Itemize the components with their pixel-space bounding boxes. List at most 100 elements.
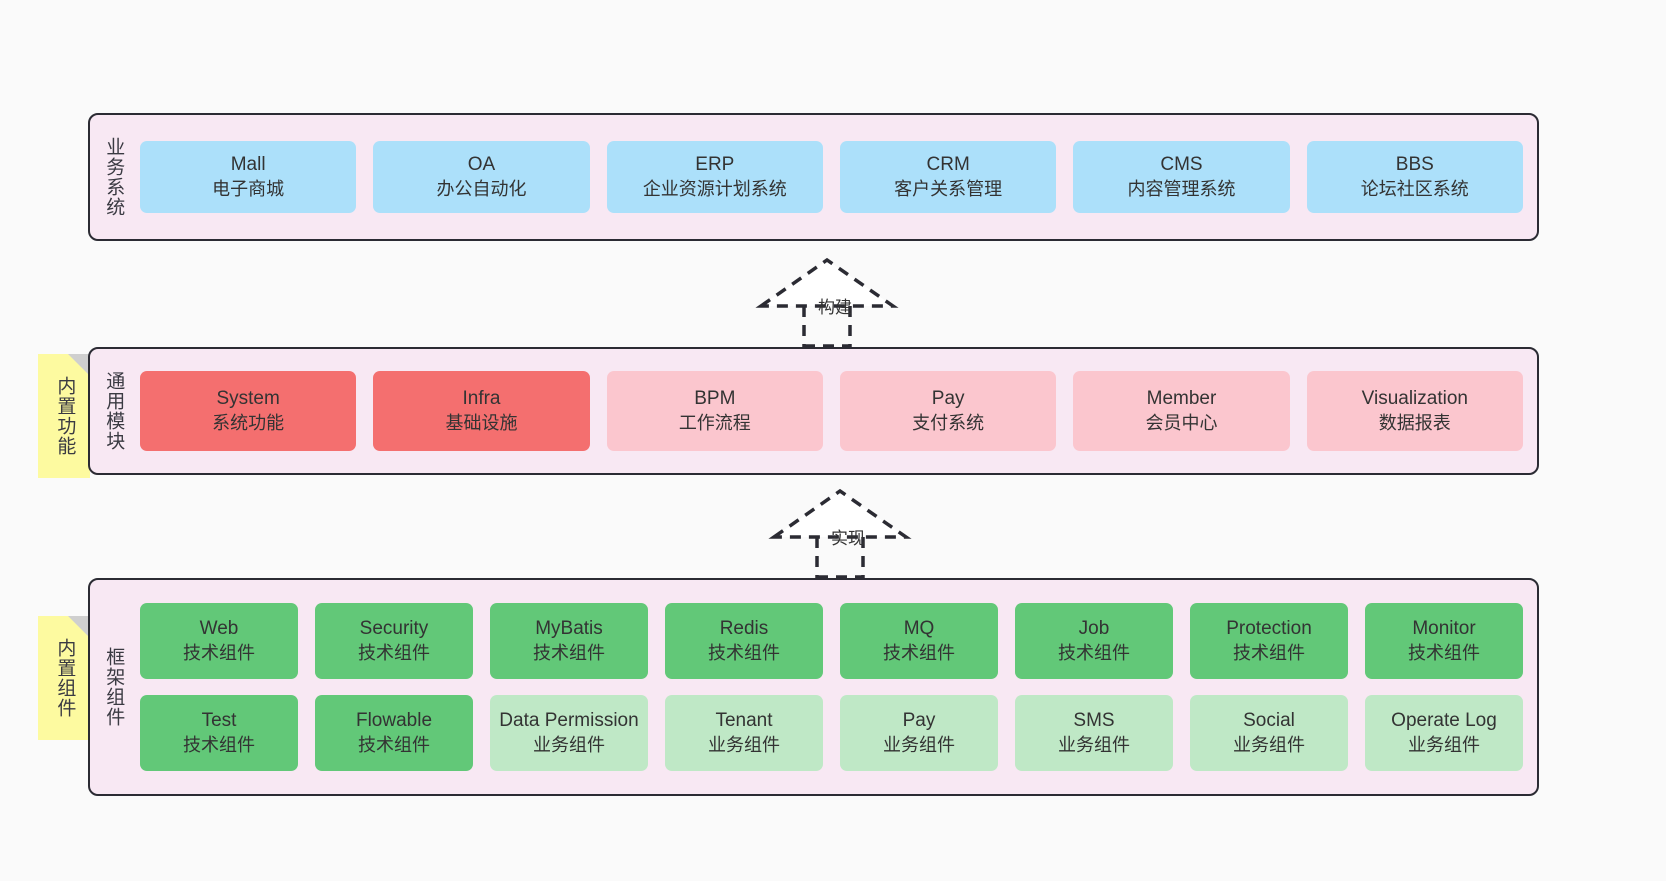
card-flowable[interactable]: Flowable 技术组件 <box>315 695 473 771</box>
card-infra[interactable]: Infra 基础设施 <box>373 371 590 451</box>
card-protection[interactable]: Protection 技术组件 <box>1190 603 1348 679</box>
card-pay[interactable]: Pay 支付系统 <box>839 371 1057 451</box>
card-title-cn: 论坛社区系统 <box>1360 178 1469 199</box>
card-title-en: CMS <box>1160 154 1203 176</box>
card-title-en: CRM <box>926 154 970 176</box>
card-title-en: Flowable <box>355 710 433 732</box>
card-title-cn: 业务组件 <box>533 734 605 755</box>
card-title-cn: 技术组件 <box>1233 642 1305 663</box>
card-title-cn: 数据报表 <box>1378 412 1451 433</box>
arrow-shape-implement <box>768 488 912 579</box>
card-monitor[interactable]: Monitor 技术组件 <box>1365 603 1523 679</box>
layer-title-common-module: 通用模块 <box>103 371 125 451</box>
card-title-cn: 业务组件 <box>1233 734 1305 755</box>
card-test[interactable]: Test 技术组件 <box>140 695 298 771</box>
card-data-permission[interactable]: Data Permission 业务组件 <box>490 695 648 771</box>
card-title-en: Social <box>1243 710 1295 732</box>
card-web[interactable]: Web 技术组件 <box>140 603 298 679</box>
card-title-en: SMS <box>1073 710 1115 732</box>
card-mq[interactable]: MQ 技术组件 <box>840 603 998 679</box>
card-title-cn: 工作流程 <box>678 412 751 433</box>
card-title-cn: 技术组件 <box>183 642 255 663</box>
card-title-cn: 技术组件 <box>183 734 255 755</box>
layer-business-system: 业务系统 Mall 电子商城 OA 办公自动化 ERP 企业资源计划系统 CRM… <box>88 113 1539 241</box>
card-title-cn: 会员中心 <box>1145 412 1218 433</box>
card-title-cn: 业务组件 <box>708 734 780 755</box>
card-sms[interactable]: SMS 业务组件 <box>1015 695 1173 771</box>
card-security[interactable]: Security 技术组件 <box>315 603 473 679</box>
card-title-cn: 业务组件 <box>1058 734 1130 755</box>
card-title-cn: 内容管理系统 <box>1127 178 1236 199</box>
layer-framework-component: 框架组件 Web 技术组件 Security 技术组件 MyBatis 技术组件… <box>88 578 1539 796</box>
card-erp[interactable]: ERP 企业资源计划系统 <box>606 141 823 213</box>
card-title-en: OA <box>467 154 496 176</box>
card-title-cn: 技术组件 <box>1408 642 1480 663</box>
card-title-en: System <box>216 388 280 410</box>
card-operate-log[interactable]: Operate Log 业务组件 <box>1365 695 1523 771</box>
card-bbs[interactable]: BBS 论坛社区系统 <box>1306 141 1523 213</box>
card-title-cn: 客户关系管理 <box>894 178 1003 199</box>
card-title-en: Tenant <box>715 710 773 732</box>
card-member[interactable]: Member 会员中心 <box>1073 371 1290 451</box>
layer-body-framework-component: Web 技术组件 Security 技术组件 MyBatis 技术组件 Redi… <box>136 580 1537 794</box>
card-title-en: Pay <box>931 388 965 410</box>
card-title-cn: 业务组件 <box>1408 734 1480 755</box>
card-mall[interactable]: Mall 电子商城 <box>140 141 357 213</box>
card-title-cn: 技术组件 <box>708 642 780 663</box>
layer-title-business-system: 业务系统 <box>103 137 125 217</box>
layer-body-common-module: System 系统功能 Infra 基础设施 BPM 工作流程 Pay 支付系统… <box>136 349 1537 473</box>
card-title-cn: 基础设施 <box>445 412 518 433</box>
layer-common-module: 通用模块 System 系统功能 Infra 基础设施 BPM 工作流程 Pay… <box>88 347 1539 475</box>
card-visualization[interactable]: Visualization 数据报表 <box>1306 371 1523 451</box>
card-title-en: Pay <box>902 710 936 732</box>
card-title-cn: 支付系统 <box>912 412 985 433</box>
card-title-cn: 电子商城 <box>212 178 285 199</box>
card-title-en: Mall <box>230 154 266 176</box>
note-label: 内置功能 <box>54 376 76 456</box>
card-redis[interactable]: Redis 技术组件 <box>665 603 823 679</box>
card-title-cn: 技术组件 <box>358 734 430 755</box>
card-social[interactable]: Social 业务组件 <box>1190 695 1348 771</box>
card-title-cn: 企业资源计划系统 <box>642 178 787 199</box>
card-title-en: BPM <box>694 388 736 410</box>
card-job[interactable]: Job 技术组件 <box>1015 603 1173 679</box>
card-oa[interactable]: OA 办公自动化 <box>373 141 590 213</box>
generalization-arrow-implement: 实现 <box>768 488 948 579</box>
card-title-en: Member <box>1146 388 1217 410</box>
card-title-en: Monitor <box>1412 618 1476 640</box>
arrow-label-implement: 实现 <box>831 529 865 548</box>
note-builtin-component: 内置组件 <box>38 616 90 740</box>
card-cms[interactable]: CMS 内容管理系统 <box>1073 141 1290 213</box>
card-title-cn: 业务组件 <box>883 734 955 755</box>
card-title-cn: 技术组件 <box>1058 642 1130 663</box>
generalization-arrow-build: 构建 <box>755 257 935 348</box>
card-mybatis[interactable]: MyBatis 技术组件 <box>490 603 648 679</box>
card-title-cn: 办公自动化 <box>436 178 527 199</box>
card-title-en: Infra <box>462 388 501 410</box>
card-title-en: MQ <box>903 618 935 640</box>
card-pay-business[interactable]: Pay 业务组件 <box>840 695 998 771</box>
card-bpm[interactable]: BPM 工作流程 <box>606 371 823 451</box>
card-title-en: Security <box>359 618 429 640</box>
card-title-en: Protection <box>1226 618 1312 640</box>
card-title-en: Test <box>201 710 237 732</box>
card-title-en: BBS <box>1395 154 1434 176</box>
card-row: Web 技术组件 Security 技术组件 MyBatis 技术组件 Redi… <box>140 603 1523 679</box>
card-title-en: ERP <box>695 154 735 176</box>
card-title-en: Operate Log <box>1391 710 1497 732</box>
card-title-cn: 技术组件 <box>883 642 955 663</box>
card-row: System 系统功能 Infra 基础设施 BPM 工作流程 Pay 支付系统… <box>140 371 1523 451</box>
card-title-en: Data Permission <box>499 710 639 732</box>
card-title-cn: 技术组件 <box>358 642 430 663</box>
card-title-en: Visualization <box>1361 388 1468 410</box>
card-title-en: MyBatis <box>535 618 603 640</box>
note-builtin-function: 内置功能 <box>38 354 90 478</box>
note-label: 内置组件 <box>54 638 76 718</box>
layer-title-framework-component: 框架组件 <box>103 647 125 727</box>
card-crm[interactable]: CRM 客户关系管理 <box>839 141 1057 213</box>
card-title-en: Job <box>1078 618 1110 640</box>
card-system[interactable]: System 系统功能 <box>140 371 357 451</box>
card-tenant[interactable]: Tenant 业务组件 <box>665 695 823 771</box>
card-row: Test 技术组件 Flowable 技术组件 Data Permission … <box>140 695 1523 771</box>
